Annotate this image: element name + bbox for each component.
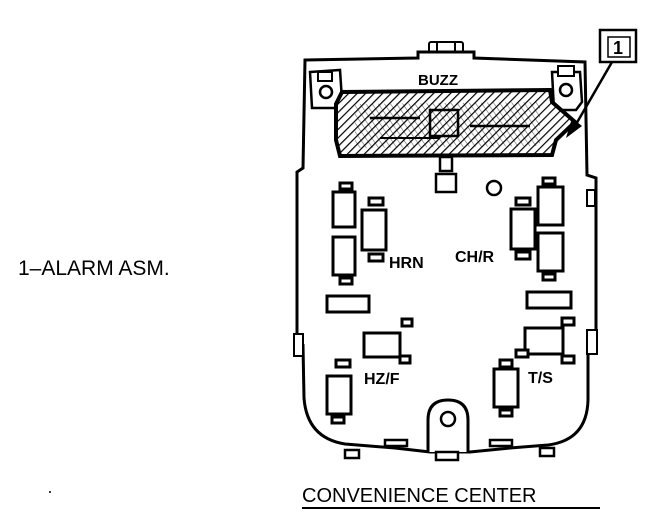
legend-entry: 1–ALARM ASM.	[18, 257, 170, 280]
label-horn-relay: HRN	[389, 255, 424, 272]
label-turn-signal: T/S	[528, 370, 553, 387]
center-hole	[485, 179, 503, 197]
alarm-assembly	[334, 87, 578, 159]
mounting-tab-right	[550, 65, 584, 112]
mounting-hole-left	[318, 84, 334, 100]
right-relays	[509, 176, 565, 282]
alarm-connector	[434, 155, 458, 194]
label-buzz: BUZZ	[418, 72, 458, 89]
left-relays	[331, 181, 388, 286]
bottom-feet	[343, 438, 556, 462]
mounting-hole-right	[558, 82, 574, 98]
callout-number: 1	[613, 38, 623, 58]
bottom-mounting-hole	[439, 410, 457, 428]
stray-dot	[49, 491, 51, 493]
callout-leader	[566, 61, 614, 138]
side-clips	[293, 189, 598, 357]
mounting-tab-left	[308, 68, 344, 110]
caption: CONVENIENCE CENTER	[302, 485, 536, 507]
hazard-flasher-socket	[325, 317, 414, 425]
label-hazard-flasher: HZ/F	[364, 371, 400, 388]
middle-components	[325, 290, 573, 314]
turn-signal-socket	[492, 316, 576, 418]
label-chime-relay: CH/R	[455, 249, 495, 266]
bottom-mounting-ear	[426, 398, 470, 452]
callout-box: 1	[598, 28, 638, 64]
